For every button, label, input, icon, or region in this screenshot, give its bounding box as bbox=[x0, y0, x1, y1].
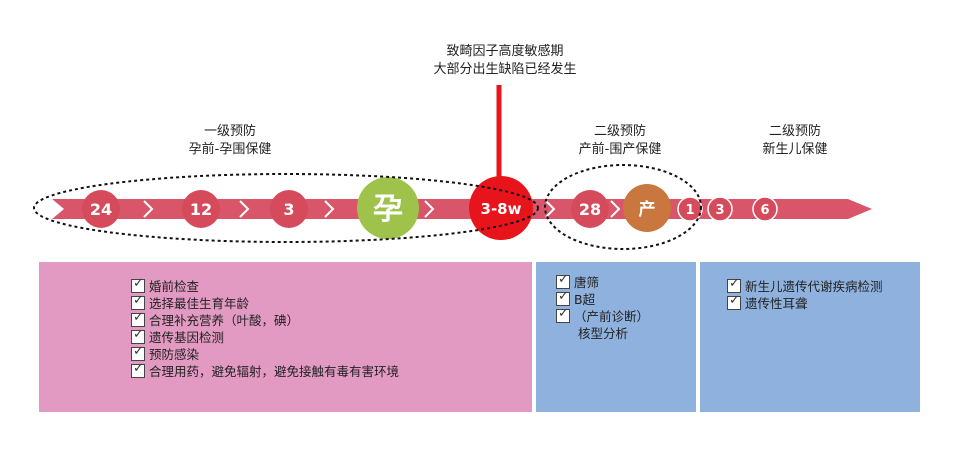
marker-24-label: 24 bbox=[90, 200, 112, 219]
checkbox-icon bbox=[131, 326, 145, 344]
checkbox-icon bbox=[131, 309, 145, 327]
marker-pregnancy: 孕 bbox=[357, 177, 419, 239]
timeline-arrow bbox=[52, 199, 872, 219]
stage-primary-subtitle: 孕前-孕围保健 bbox=[188, 142, 272, 157]
primary-prevention-list: 婚前检查 选择最佳生育年龄 合理补充营养（叶酸，碘） 遗传基因检测 预防感染 合… bbox=[131, 275, 399, 380]
marker-1-label: 1 bbox=[685, 203, 694, 218]
panel-prenatal: 唐筛 B超 （产前诊断） 核型分析 bbox=[536, 262, 696, 412]
marker-6: 6 bbox=[752, 196, 778, 222]
stage-primary-caption: 一级预防 孕前-孕围保健 bbox=[130, 123, 330, 159]
checkbox-icon bbox=[727, 275, 741, 293]
marker-6-label: 6 bbox=[760, 203, 769, 218]
prenatal-ellipse bbox=[544, 164, 702, 250]
marker-12-label: 12 bbox=[190, 200, 212, 219]
list-item: 婚前检查 bbox=[131, 275, 399, 295]
stage-prenatal-subtitle: 产前-围产保健 bbox=[578, 142, 662, 157]
checkbox-icon bbox=[131, 360, 145, 378]
marker-24: 24 bbox=[82, 190, 120, 228]
marker-3-months: 3 bbox=[270, 190, 308, 228]
critical-period-line2: 大部分出生缺陷已经发生 bbox=[433, 62, 577, 77]
panel-primary-prevention: 婚前检查 选择最佳生育年龄 合理补充营养（叶酸，碘） 遗传基因检测 预防感染 合… bbox=[39, 262, 532, 412]
checkbox-icon bbox=[131, 292, 145, 310]
checkbox-icon bbox=[131, 343, 145, 361]
marker-12: 12 bbox=[182, 190, 220, 228]
marker-pregnancy-label: 孕 bbox=[373, 192, 403, 227]
stage-newborn-caption: 二级预防 新生儿保健 bbox=[715, 123, 875, 159]
panel-newborn: 新生儿遗传代谢疾病检测 遗传性耳聋 bbox=[700, 262, 920, 412]
list-item: 合理用药，避免辐射，避免接触有毒有害环境 bbox=[131, 360, 399, 380]
list-item: 遗传基因检测 bbox=[131, 326, 399, 346]
stage-prenatal-caption: 二级预防 产前-围产保健 bbox=[540, 123, 700, 159]
newborn-list: 新生儿遗传代谢疾病检测 遗传性耳聋 bbox=[727, 275, 883, 312]
checkbox-icon bbox=[131, 275, 145, 293]
marker-3-newborn-label: 3 bbox=[715, 203, 724, 218]
list-item: 核型分析 bbox=[578, 326, 629, 341]
marker-3-label: 3 bbox=[283, 200, 294, 219]
checkbox-icon bbox=[556, 288, 570, 306]
marker-3-newborn: 3 bbox=[707, 196, 733, 222]
timeline-diagram: 24 12 3 孕 3-8w 28 产 1 3 6 bbox=[33, 85, 872, 250]
prenatal-list: 唐筛 B超 （产前诊断） 核型分析 bbox=[556, 271, 649, 342]
stage-newborn-title: 二级预防 bbox=[768, 124, 821, 139]
critical-period-caption: 致畸因子高度敏感期 大部分出生缺陷已经发生 bbox=[390, 43, 620, 79]
critical-period-line1: 致畸因子高度敏感期 bbox=[446, 44, 564, 59]
list-item: （产前诊断） bbox=[556, 305, 649, 325]
checkbox-icon bbox=[727, 292, 741, 310]
checkbox-icon bbox=[556, 271, 570, 289]
list-item: 预防感染 bbox=[131, 343, 399, 363]
list-item: B超 bbox=[556, 288, 649, 308]
marker-birth: 产 bbox=[623, 184, 671, 232]
stage-primary-title: 一级预防 bbox=[203, 124, 256, 139]
list-item: 合理补充营养（叶酸，碘） bbox=[131, 309, 399, 329]
marker-28-label: 28 bbox=[579, 200, 601, 219]
list-item: 选择最佳生育年龄 bbox=[131, 292, 399, 312]
checkbox-icon bbox=[556, 305, 570, 323]
marker-critical-period: 3-8w bbox=[469, 176, 533, 240]
marker-critical-period-label: 3-8w bbox=[481, 200, 522, 218]
stage-newborn-subtitle: 新生儿保健 bbox=[762, 142, 828, 157]
list-item: 唐筛 bbox=[556, 271, 649, 291]
stage-prenatal-title: 二级预防 bbox=[593, 124, 646, 139]
list-item: 遗传性耳聋 bbox=[727, 292, 883, 312]
marker-birth-label: 产 bbox=[639, 199, 656, 220]
marker-1: 1 bbox=[677, 196, 703, 222]
list-item: 新生儿遗传代谢疾病检测 bbox=[727, 275, 883, 295]
timeline-chevrons bbox=[143, 200, 621, 218]
primary-prevention-ellipse bbox=[33, 173, 539, 243]
marker-28: 28 bbox=[571, 190, 609, 228]
